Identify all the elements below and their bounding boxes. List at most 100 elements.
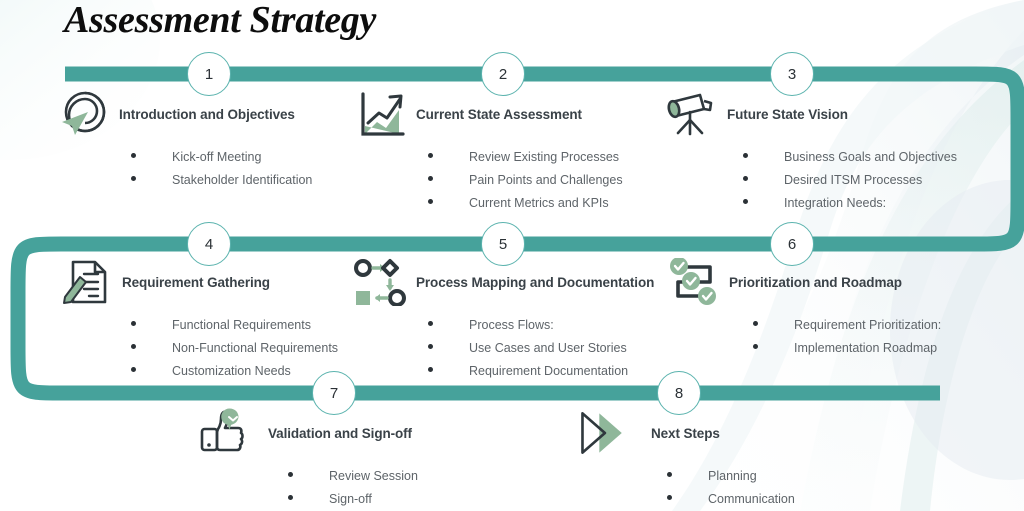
step-7-title: Validation and Sign-off: [268, 425, 412, 441]
list-item: Stakeholder Identification: [131, 169, 312, 192]
bullet-text: Communication: [708, 492, 795, 506]
list-item: Use Cases and User Stories: [428, 337, 654, 360]
list-item: Pain Points and Challenges: [428, 169, 623, 192]
step-1-bullets: Kick-off Meeting Stakeholder Identificat…: [131, 146, 312, 192]
step-2: Current State Assessment Review Existing…: [352, 88, 623, 215]
thumbs-up-icon: [196, 407, 254, 459]
step-badge-7[interactable]: 7: [312, 371, 356, 415]
list-item: Planning: [667, 465, 795, 488]
list-item: Implementation Roadmap: [753, 337, 941, 360]
bullet-dot: [131, 344, 136, 349]
list-item: Current Metrics and KPIs: [428, 192, 623, 215]
list-item: Communication: [667, 488, 795, 511]
step-badge-6[interactable]: 6: [770, 222, 814, 266]
bullet-text: Requirement Documentation: [469, 364, 629, 378]
bullet-text: Non-Functional Requirements: [172, 341, 339, 355]
step-2-title: Current State Assessment: [416, 106, 582, 122]
step-3-header: Future State Vision: [663, 88, 957, 140]
bullet-dot: [428, 367, 433, 372]
list-item: Integration Needs:: [743, 192, 957, 215]
bullet-text: Review Existing Processes: [469, 150, 620, 164]
telescope-icon: [663, 88, 721, 140]
bullet-text: Business Goals and Objectives: [784, 150, 958, 164]
step-7-bullets: Review Session Sign-off: [288, 465, 418, 511]
step-1-title: Introduction and Objectives: [119, 106, 295, 122]
bullet-text: Sign-off: [329, 492, 372, 506]
step-8-title: Next Steps: [651, 425, 720, 441]
list-item: Business Goals and Objectives: [743, 146, 957, 169]
step-6-bullets: Requirement Prioritization: Implementati…: [753, 314, 941, 360]
bullet-dot: [667, 495, 672, 500]
bullet-text: Current Metrics and KPIs: [469, 196, 609, 210]
step-badge-2[interactable]: 2: [481, 52, 525, 96]
bullet-text: Customization Needs: [172, 364, 291, 378]
step-6: Prioritization and Roadmap Requirement P…: [665, 256, 941, 360]
step-badge-4[interactable]: 4: [187, 222, 231, 266]
list-item: Non-Functional Requirements: [131, 337, 338, 360]
bullet-dot: [428, 176, 433, 181]
bullet-text: Process Flows:: [469, 318, 554, 332]
growth-chart-icon: [352, 88, 410, 140]
bullet-dot: [131, 321, 136, 326]
step-3-title: Future State Vision: [727, 106, 848, 122]
step-5-title: Process Mapping and Documentation: [416, 274, 655, 290]
step-number: 5: [498, 235, 508, 253]
list-item: Requirement Documentation: [428, 360, 654, 383]
step-badge-1[interactable]: 1: [187, 52, 231, 96]
step-4-header: Requirement Gathering: [58, 256, 338, 308]
bullet-text: Planning: [708, 469, 757, 483]
document-pencil-icon: [58, 256, 116, 308]
flowchart-icon: [352, 256, 410, 308]
bullet-dot: [428, 153, 433, 158]
list-item: Desired ITSM Processes: [743, 169, 957, 192]
step-number: 4: [204, 235, 214, 253]
step-8: Next Steps Planning Communication: [575, 407, 795, 511]
step-5: Process Mapping and Documentation Proces…: [352, 256, 654, 383]
step-number: 1: [204, 65, 214, 83]
bullet-dot: [428, 199, 433, 204]
list-item: Review Existing Processes: [428, 146, 623, 169]
list-item: Kick-off Meeting: [131, 146, 312, 169]
step-badge-8[interactable]: 8: [657, 371, 701, 415]
step-7: Validation and Sign-off Review Session S…: [196, 407, 418, 511]
list-item: Sign-off: [288, 488, 418, 511]
checklist-flow-icon: [665, 256, 723, 308]
step-6-title: Prioritization and Roadmap: [729, 274, 902, 290]
bullet-dot: [131, 153, 136, 158]
bullet-dot: [743, 199, 748, 204]
step-1: Introduction and Objectives Kick-off Mee…: [55, 88, 312, 192]
bullet-dot: [743, 153, 748, 158]
bullet-dot: [131, 176, 136, 181]
step-8-bullets: Planning Communication: [667, 465, 795, 511]
list-item: Process Flows:: [428, 314, 654, 337]
list-item: Review Session: [288, 465, 418, 488]
step-6-header: Prioritization and Roadmap: [665, 256, 941, 308]
list-item: Customization Needs: [131, 360, 338, 383]
step-4-bullets: Functional Requirements Non-Functional R…: [131, 314, 338, 383]
step-number: 2: [498, 65, 508, 83]
bullet-text: Use Cases and User Stories: [469, 341, 627, 355]
bullet-dot: [288, 472, 293, 477]
bullet-text: Functional Requirements: [172, 318, 311, 332]
step-number: 3: [787, 65, 797, 83]
step-number: 7: [329, 384, 339, 402]
bullet-dot: [131, 367, 136, 372]
bullet-dot: [753, 321, 758, 326]
bullet-text: Pain Points and Challenges: [469, 173, 623, 187]
step-3: Future State Vision Business Goals and O…: [663, 88, 957, 215]
step-badge-3[interactable]: 3: [770, 52, 814, 96]
bullet-dot: [753, 344, 758, 349]
bullet-text: Integration Needs:: [784, 196, 887, 210]
step-badge-5[interactable]: 5: [481, 222, 525, 266]
step-5-bullets: Process Flows: Use Cases and User Storie…: [428, 314, 654, 383]
step-2-header: Current State Assessment: [352, 88, 623, 140]
bullet-text: Requirement Prioritization:: [794, 318, 942, 332]
bullet-text: Desired ITSM Processes: [784, 173, 923, 187]
bullet-dot: [428, 321, 433, 326]
list-item: Requirement Prioritization:: [753, 314, 941, 337]
play-arrow-icon: [575, 407, 633, 459]
bullet-text: Implementation Roadmap: [794, 341, 938, 355]
list-item: Functional Requirements: [131, 314, 338, 337]
step-4: Requirement Gathering Functional Require…: [58, 256, 338, 383]
